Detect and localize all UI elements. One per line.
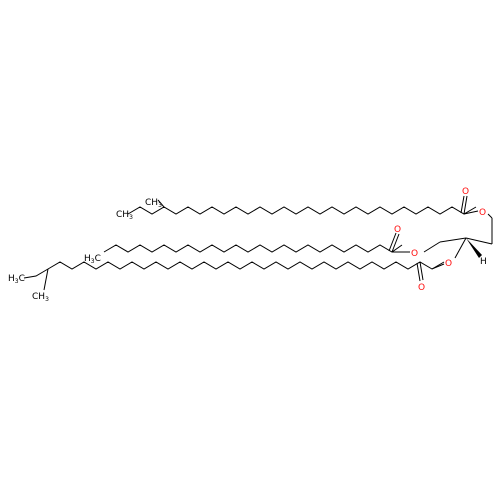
top-acyl-chain — [127, 195, 493, 219]
bottom-carbonyl-double-bond-b — [416, 262, 421, 282]
backbone-bond-4 — [454, 237, 467, 259]
top-carbonyl-double-bond-a — [463, 195, 468, 215]
middle-ester-oxygen: O — [411, 249, 418, 259]
top-carbonyl-oxygen: O — [462, 187, 469, 197]
bottom-methyl-ch3-label: CH3 — [32, 292, 49, 303]
top-methyl-ch3-label: CH3 — [145, 198, 162, 209]
stereo-h-label: H — [480, 257, 487, 267]
bottom-ester-oxygen: O — [445, 259, 452, 269]
top-ester-bond-1 — [463, 210, 479, 215]
top-ester-oxygen: O — [479, 208, 486, 218]
middle-carbonyl-oxygen: O — [394, 225, 401, 235]
middle-chain-bonds — [103, 244, 403, 253]
bottom-methyl-branch-bond — [43, 268, 49, 291]
backbone-bond-2 — [465, 237, 493, 245]
top-carbonyl-double-bond-b — [460, 195, 465, 214]
top-methyl-branch-bond — [157, 199, 165, 208]
middle-carbonyl-double-bond-a — [391, 233, 400, 253]
middle-carbonyl-double-bond-b — [388, 232, 397, 252]
middle-ester-bond-2 — [423, 241, 441, 253]
middle-acyl-chain — [103, 232, 441, 253]
bottom-acyl-chain — [23, 261, 445, 291]
backbone-bond-3 — [439, 237, 467, 243]
bottom-carbonyl-double-bond-a — [419, 261, 424, 281]
glycerol-backbone — [439, 218, 493, 259]
stereo-wedge-bond — [466, 238, 482, 258]
top-ester-bond-2 — [487, 213, 493, 219]
bottom-carbonyl-oxygen: O — [418, 283, 425, 293]
top-terminal-ch3-label: CH3 — [116, 210, 133, 221]
middle-terminal-ch3-label: H3C — [84, 254, 101, 265]
top-chain-bonds — [127, 206, 477, 215]
bottom-chain-bonds — [23, 261, 445, 279]
bottom-terminal-ch3-label: H3C — [8, 274, 25, 285]
bottom-ester-bond — [431, 261, 445, 270]
